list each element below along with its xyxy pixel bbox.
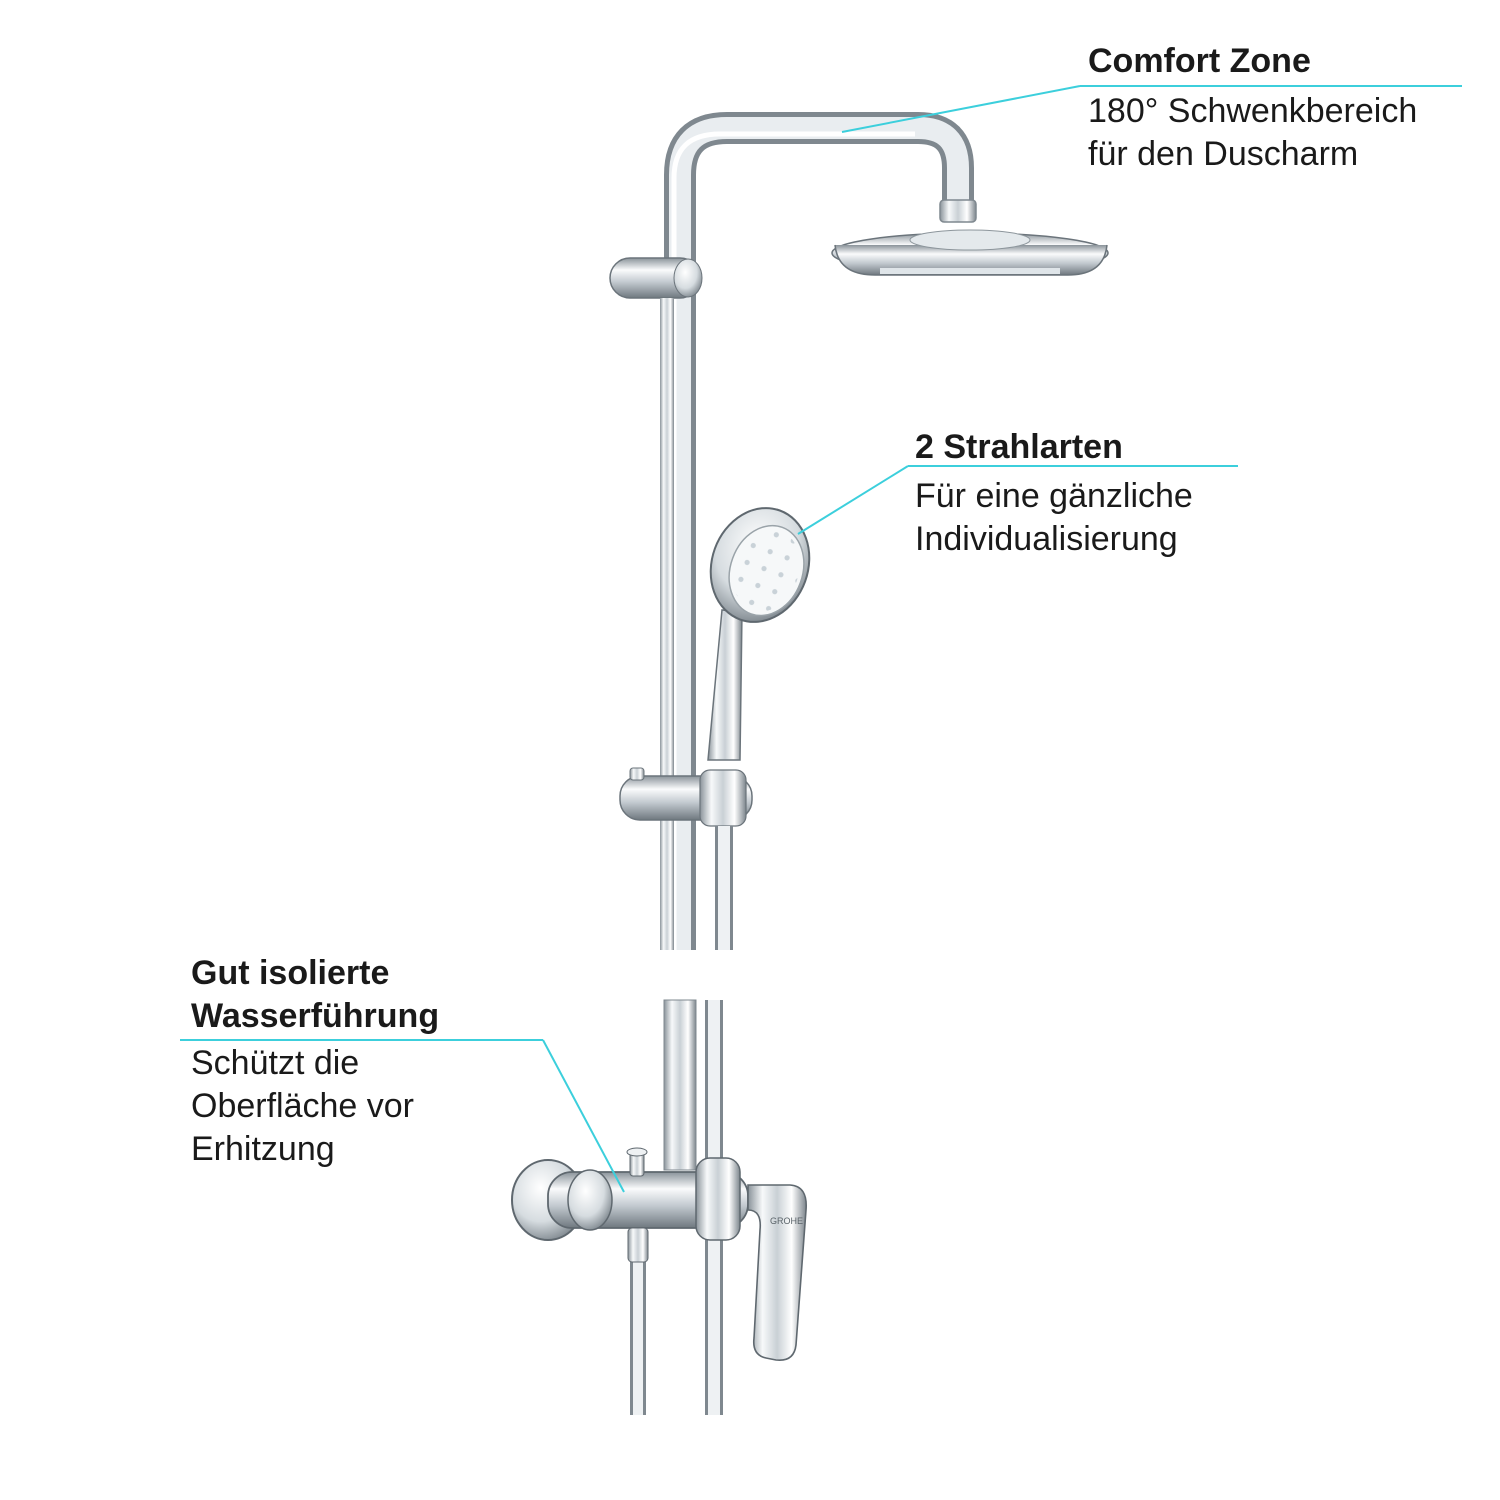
callout-iso-title: Gut isolierte Wasserführung xyxy=(191,954,440,1035)
leader-strahl-pointer xyxy=(797,465,909,535)
grohe-logo-icon: GROHE xyxy=(770,1216,803,1226)
leader-comfort-pointer xyxy=(841,85,1081,133)
upper-rail-holder xyxy=(609,257,703,299)
callout-comfort-zone: Comfort Zone 180° Schwenkbereich für den… xyxy=(1088,40,1417,176)
mixer-lever xyxy=(747,1184,807,1362)
hand-shower-slider xyxy=(619,767,753,827)
lower-riser xyxy=(663,999,697,1171)
shower-hose xyxy=(630,826,733,1415)
shower-rail xyxy=(660,298,674,950)
callout-strahl-desc: Für eine gänzliche Individualisierung xyxy=(915,477,1193,558)
callout-strahl-title: 2 Strahlarten xyxy=(915,428,1123,466)
callout-iso-desc: Schützt die Oberfläche vor Erhitzung xyxy=(191,1044,414,1168)
hand-shower xyxy=(707,507,811,761)
callout-comfort-desc: 180° Schwenkbereich für den Duscharm xyxy=(1088,92,1418,173)
leader-iso-pointer xyxy=(542,1039,625,1193)
callout-isolierung: Gut isolierte Wasserführung Schützt die … xyxy=(191,952,439,1171)
callout-strahlarten: 2 Strahlarten Für eine gänzliche Individ… xyxy=(915,426,1193,561)
overhead-shower-head xyxy=(831,229,1109,276)
callout-leader-lines xyxy=(180,85,1462,1193)
shower-mixer: GROHE xyxy=(511,1147,807,1362)
spray-nozzles-icon xyxy=(733,529,800,612)
callout-comfort-title: Comfort Zone xyxy=(1088,42,1311,80)
shower-arm xyxy=(664,112,977,950)
